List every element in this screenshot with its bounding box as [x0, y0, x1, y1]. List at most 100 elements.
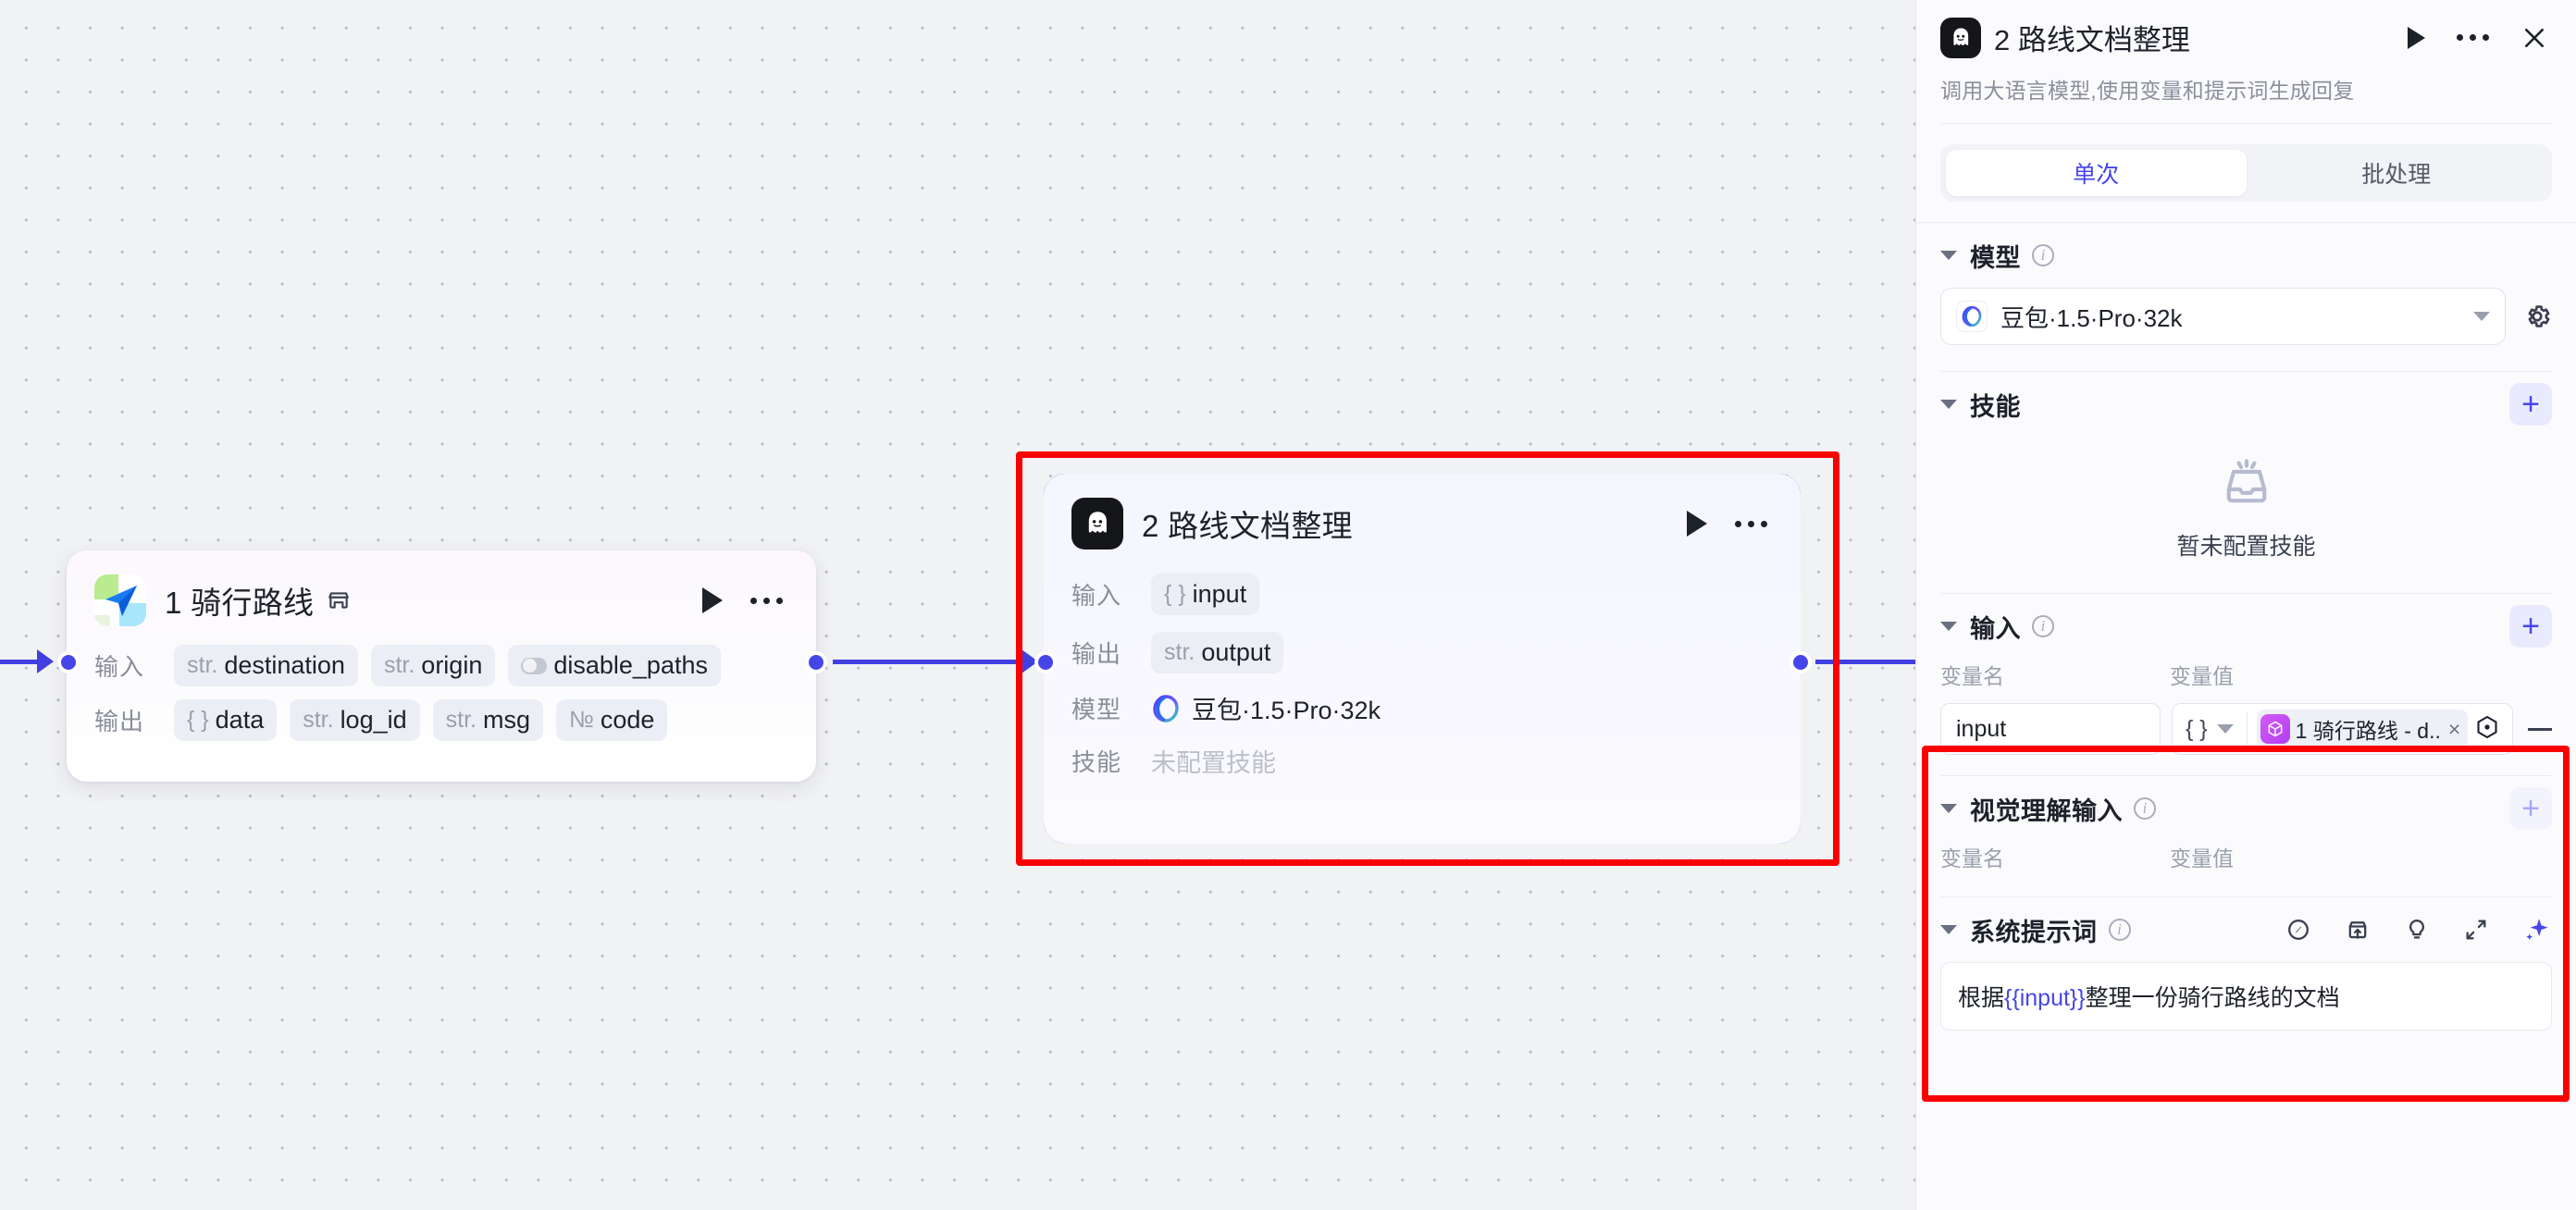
chip-type: str. — [1164, 639, 1195, 665]
node-1-rows: 输入 str. destination str. origin disable_… — [67, 634, 816, 765]
info-icon[interactable]: i — [2032, 244, 2054, 266]
chip-name: log_id — [340, 706, 407, 734]
node-1-row-input: 输入 str. destination str. origin disable_… — [94, 645, 788, 686]
add-vision-input-button[interactable]: + — [2509, 787, 2552, 830]
port-chip[interactable]: str. log_id — [290, 699, 420, 741]
chip-type: str. — [445, 707, 477, 733]
section-prompt-header[interactable]: 系统提示词 i — [1940, 897, 2552, 962]
info-icon[interactable]: i — [2032, 615, 2054, 637]
section-skill-header[interactable]: 技能 + — [1940, 372, 2552, 437]
chevron-down-icon[interactable] — [1940, 804, 1957, 813]
model-row[interactable]: 豆包·1.5·Pro·32k — [1940, 288, 2552, 351]
panel-actions[interactable] — [2408, 24, 2552, 52]
node-config-panel[interactable]: 2 路线文档整理 调用大语言模型,使用变量和提示词生成回复 单次 批处理 — [1915, 0, 2576, 1210]
ai-sparkle-icon[interactable] — [2522, 916, 2550, 944]
gear-icon[interactable] — [2522, 302, 2552, 331]
more-icon[interactable] — [1735, 520, 1767, 527]
add-input-button[interactable]: + — [2509, 605, 2552, 648]
chevron-down-icon[interactable] — [1940, 925, 1957, 934]
section-title: 输入 — [1970, 614, 2021, 643]
skill-empty-state: 暂未配置技能 — [1940, 437, 2552, 593]
model-name: 豆包·1.5·Pro·32k — [1192, 697, 1381, 724]
node-1-row-output: 输出 { } data str. log_id str. msg № — [94, 699, 788, 741]
chevron-down-icon[interactable] — [1940, 622, 1957, 631]
reference-label: 1 骑行路线 - d.. — [2295, 719, 2441, 743]
section-model: 模型 i 豆包·1.5·Pro·32k — [1916, 223, 2576, 372]
system-prompt-textarea[interactable]: 根据{{input}}整理一份骑行路线的文档 — [1940, 962, 2552, 1031]
model-select[interactable]: 豆包·1.5·Pro·32k — [1940, 288, 2506, 345]
inbox-tray-icon — [2217, 451, 2276, 511]
section-input-header[interactable]: 输入 i + — [1940, 594, 2552, 659]
section-title: 系统提示词 — [1970, 918, 2098, 946]
node-route-doc[interactable]: 2 路线文档整理 输入 { } input 输出 str. — [1044, 474, 1801, 844]
port-chip[interactable]: № code — [555, 699, 668, 741]
chip-type: № — [568, 707, 594, 733]
port-chip[interactable]: { } input — [1151, 574, 1260, 615]
workflow-canvas[interactable]: 1 骑行路线 输入 str. destination st — [0, 0, 1915, 1210]
port-chip[interactable]: disable_paths — [508, 645, 721, 686]
llm-ghost-icon — [1071, 498, 1123, 549]
edge-incoming — [0, 660, 42, 664]
edge-incoming-arrow — [37, 649, 54, 673]
node-2-output-port[interactable] — [1790, 651, 1812, 673]
input-column-headers: 变量名 变量值 — [1940, 659, 2552, 703]
row-label: 输入 — [94, 653, 145, 681]
node-1-input-port[interactable] — [57, 651, 80, 673]
port-chip[interactable]: { } data — [174, 699, 278, 741]
expand-icon[interactable] — [2463, 917, 2489, 943]
port-chip[interactable]: str. output — [1151, 632, 1284, 673]
port-chip[interactable]: str. msg — [432, 699, 543, 741]
divider — [1940, 775, 2552, 776]
tab-batch[interactable]: 批处理 — [2361, 162, 2432, 188]
remove-reference-icon[interactable]: × — [2447, 716, 2461, 741]
run-icon[interactable] — [702, 587, 723, 613]
node-1-title: 1 骑行路线 — [165, 586, 315, 620]
section-title: 模型 — [1970, 243, 2021, 272]
section-vision-header[interactable]: 视觉理解输入 i + — [1940, 776, 2552, 841]
run-icon[interactable] — [2408, 26, 2425, 49]
run-icon[interactable] — [1687, 511, 1707, 537]
reference-chip[interactable]: 1 骑行路线 - d.. × — [2256, 710, 2469, 748]
add-skill-button[interactable]: + — [2509, 383, 2552, 426]
prompt-text-prefix: 根据 — [1958, 985, 2005, 1011]
compass-icon[interactable] — [2285, 917, 2311, 943]
info-icon[interactable]: i — [2134, 797, 2156, 820]
info-icon[interactable]: i — [2108, 919, 2131, 941]
node-2-actions[interactable] — [1687, 511, 1773, 537]
close-icon[interactable] — [2520, 24, 2548, 52]
lightbulb-icon[interactable] — [2404, 917, 2430, 943]
row-label: 输出 — [1071, 640, 1122, 668]
more-icon[interactable] — [750, 597, 783, 604]
variable-settings-icon[interactable] — [2473, 713, 2501, 746]
value-type-select[interactable]: { } — [2173, 716, 2247, 743]
tab-single[interactable]: 单次 — [1946, 150, 2247, 196]
prompt-toolbar[interactable] — [2285, 916, 2552, 944]
divider — [1940, 371, 2552, 372]
row-label: 输出 — [94, 708, 145, 735]
node-2-row-input: 输入 { } input — [1071, 574, 1773, 615]
chevron-down-icon[interactable] — [1940, 400, 1957, 409]
doubao-logo-icon — [1956, 301, 1988, 332]
chevron-down-icon[interactable] — [2473, 312, 2490, 321]
section-model-header[interactable]: 模型 i — [1940, 223, 2552, 288]
node-2-title: 2 路线文档整理 — [1142, 509, 1353, 543]
section-title: 技能 — [1970, 392, 2021, 421]
remove-input-row-button[interactable] — [2528, 727, 2552, 731]
panel-tabs[interactable]: 单次 批处理 — [1940, 144, 2552, 202]
node-1-output-port[interactable] — [805, 651, 827, 673]
edge-node1-node2-arrow — [1022, 649, 1038, 673]
more-icon[interactable] — [2457, 34, 2489, 41]
section-title: 视觉理解输入 — [1970, 796, 2123, 825]
chevron-down-icon[interactable] — [1940, 251, 1957, 260]
col-var-value: 变量值 — [2170, 664, 2234, 688]
node-cycling-route[interactable]: 1 骑行路线 输入 str. destination st — [67, 550, 816, 782]
node-1-actions[interactable] — [702, 587, 788, 613]
port-chip[interactable]: str. origin — [370, 645, 496, 686]
skill-empty-label: 未配置技能 — [1151, 749, 1276, 777]
col-var-name: 变量名 — [1940, 664, 2004, 688]
divider — [1940, 896, 2552, 897]
inbox-upload-icon[interactable] — [2345, 917, 2371, 943]
node-2-input-port[interactable] — [1034, 651, 1057, 673]
port-chip[interactable]: str. destination — [174, 645, 358, 686]
chevron-down-icon[interactable] — [2216, 724, 2234, 734]
